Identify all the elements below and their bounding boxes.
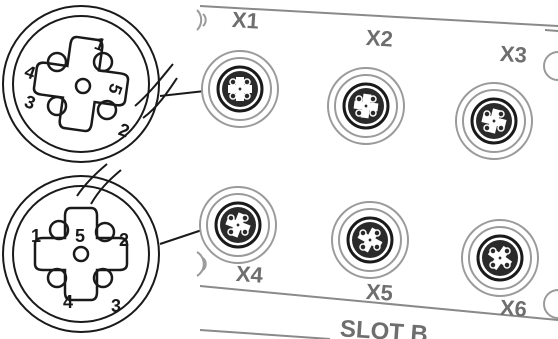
panel-screw-right-top <box>543 51 558 81</box>
pin-4 <box>46 267 68 289</box>
port-connector-x1 <box>201 50 279 128</box>
port-pin-5 <box>363 103 369 109</box>
pin-4 <box>46 51 68 73</box>
port-pin-3 <box>355 109 363 117</box>
callout-bottom: 1 2 3 4 5 <box>2 163 160 333</box>
callout-bottom-inner-ring <box>12 185 150 323</box>
callout-top-inner-ring <box>12 15 150 153</box>
callout-bottom-cable <box>76 163 122 205</box>
port-label-x5: X5 <box>365 279 394 306</box>
panel-screw-left-top <box>196 9 207 31</box>
port-middle-ring <box>468 226 532 290</box>
port-connector-x4 <box>199 186 277 264</box>
port-pin-3 <box>227 228 235 236</box>
callout-top-pins <box>46 51 118 121</box>
port-pin-5 <box>235 222 241 228</box>
port-pin-5 <box>497 255 503 261</box>
callout-top-cable <box>134 63 178 119</box>
pin-label-4: 4 <box>63 292 73 312</box>
pin-label-3: 3 <box>111 296 121 316</box>
panel-frame <box>199 5 558 339</box>
port-pin-3 <box>489 261 497 269</box>
port-pin-1 <box>243 78 251 86</box>
pin-5 <box>72 245 90 263</box>
port-pin-5 <box>491 118 497 124</box>
port-pin-1 <box>373 229 381 237</box>
pin-1 <box>92 51 114 73</box>
pin-label-5: 5 <box>75 226 85 246</box>
port-pin-2 <box>369 109 377 117</box>
port-connector-x2 <box>327 67 405 145</box>
port-pin-2 <box>503 261 511 269</box>
port-label-x6: X6 <box>499 295 528 322</box>
port-label-x1: X1 <box>231 7 260 34</box>
callout-top: 1 2 3 4 5 <box>2 5 178 163</box>
port-pin-1 <box>241 214 249 222</box>
callout-top-key-cross <box>32 35 130 133</box>
port-pin-5 <box>237 86 243 92</box>
port-pin-2 <box>373 243 381 251</box>
port-label-x3: X3 <box>499 41 528 68</box>
port-pin-4 <box>227 214 235 222</box>
pin-3 <box>92 267 114 289</box>
port-middle-ring <box>334 74 398 138</box>
port-pin-5 <box>367 237 373 243</box>
port-pin-3 <box>359 243 367 251</box>
port-pin-4 <box>489 247 497 255</box>
callout-bottom-pins <box>46 219 116 289</box>
pin-5 <box>74 77 92 95</box>
pin-label-2: 2 <box>119 230 129 250</box>
pin-2 <box>96 99 118 121</box>
callout-bottom-key-cross <box>33 206 129 302</box>
port-connector-x5 <box>331 201 409 279</box>
port-pin-1 <box>503 247 511 255</box>
panel-screw-left-bottom <box>196 251 207 277</box>
callout-bottom-outer-ring <box>2 175 160 333</box>
panel-screw-right-bottom <box>543 289 558 319</box>
port-middle-ring <box>206 193 270 257</box>
port-pin-4 <box>229 78 237 86</box>
port-pin-2 <box>241 228 249 236</box>
pin-1 <box>48 219 70 241</box>
port-pin-3 <box>229 92 237 100</box>
port-middle-ring <box>338 208 402 272</box>
port-pin-2 <box>243 92 251 100</box>
port-pin-1 <box>369 95 377 103</box>
slot-label: SLOT B <box>339 315 429 339</box>
port-pin-4 <box>483 110 491 118</box>
port-pin-4 <box>355 95 363 103</box>
port-pin-1 <box>497 110 505 118</box>
port-middle-ring <box>208 57 272 121</box>
port-middle-ring <box>462 89 526 153</box>
port-pin-4 <box>359 229 367 237</box>
pin-3 <box>46 95 68 117</box>
callout-top-outer-ring <box>2 5 160 163</box>
pin-2 <box>94 221 116 243</box>
port-label-x4: X4 <box>235 261 264 288</box>
port-label-x2: X2 <box>365 25 394 52</box>
port-connector-x6 <box>461 219 539 297</box>
port-connector-x3 <box>455 82 533 160</box>
port-pin-3 <box>483 124 491 132</box>
pin-label-1: 1 <box>31 226 41 246</box>
port-pin-2 <box>497 124 505 132</box>
